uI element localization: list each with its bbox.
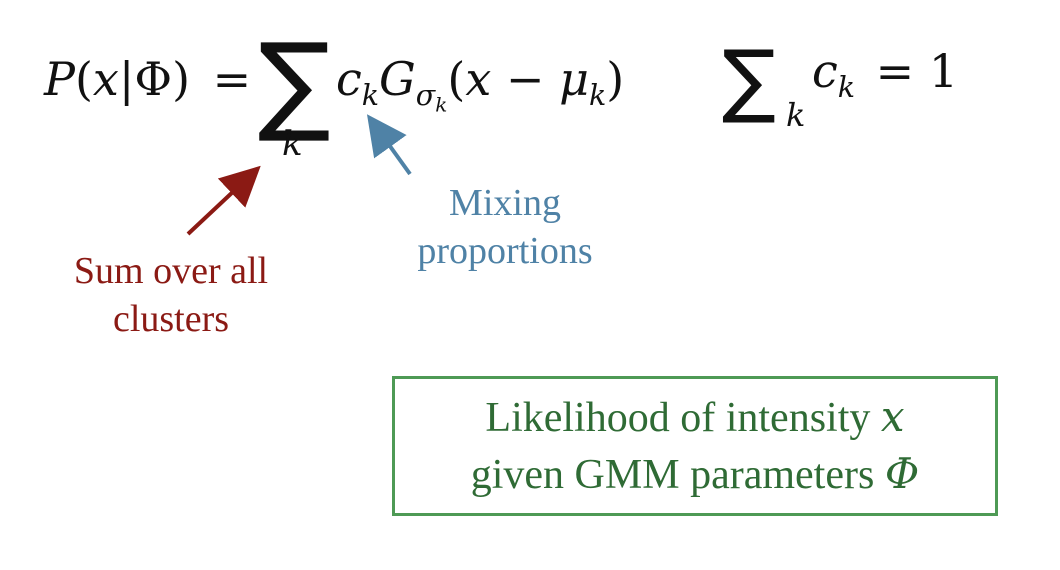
callout-line1-var: x <box>880 391 905 441</box>
term-arg-mu-sub: k <box>588 78 607 112</box>
term-G-sub-k: k <box>435 92 448 117</box>
sum-annotation: Sum over all clusters <box>46 248 296 343</box>
callout-line1: Likelihood of intensity x <box>485 389 904 446</box>
mixing-arrow <box>366 114 412 176</box>
term-arg-x: x <box>465 52 492 106</box>
sum-annotation-line2: clusters <box>112 297 230 340</box>
sum-annotation-line1: Sum over all <box>73 250 269 292</box>
mixing-annotation-line2: proportions <box>417 229 593 272</box>
formula-close-paren: ) <box>172 52 191 106</box>
mixing-annotation-line1: Mixing <box>449 182 561 224</box>
callout-line2-var: Φ <box>884 449 920 498</box>
term-arg-open: ( <box>447 52 466 106</box>
term-arg-minus: − <box>491 52 560 106</box>
mixing-annotation: Mixing proportions <box>380 180 630 275</box>
constraint-summation-symbol: ∑ <box>722 33 776 126</box>
formula-x: x <box>92 52 119 106</box>
callout-line2-text: given GMM parameters <box>470 452 885 498</box>
term-G-sub: σk <box>415 78 448 117</box>
term-c: c <box>336 52 362 106</box>
term-arg-mu: μ <box>559 52 589 106</box>
mixture-term: ckGσk(x − μk) <box>336 52 624 117</box>
constraint-summation-index: k <box>786 96 806 134</box>
formula-equals: = <box>212 52 252 106</box>
constraint-c-sub: k <box>837 70 856 104</box>
formula-open-paren: ( <box>74 52 93 106</box>
likelihood-formula: P(x|Φ) = <box>44 52 251 106</box>
summation-index: k <box>282 124 303 164</box>
term-G: G <box>379 52 416 106</box>
formula-phi: Φ <box>134 52 173 106</box>
formula-given-bar: | <box>118 52 135 106</box>
constraint-value: 1 <box>928 44 959 98</box>
constraint-c: c <box>812 44 838 98</box>
callout-line1-text: Likelihood of intensity <box>485 394 881 441</box>
likelihood-callout-box: Likelihood of intensity x given GMM para… <box>392 376 998 516</box>
constraint-term: ck = 1 <box>812 44 958 104</box>
term-arg-close: ) <box>606 52 625 106</box>
term-c-sub: k <box>361 78 380 112</box>
formula-P: P <box>44 52 75 106</box>
callout-line2: given GMM parameters Φ <box>471 446 920 503</box>
sum-arrow <box>186 165 261 236</box>
summation-symbol: ∑ <box>258 21 331 146</box>
term-G-sub-sigma: σ <box>415 78 436 112</box>
constraint-equals: = <box>875 44 915 98</box>
